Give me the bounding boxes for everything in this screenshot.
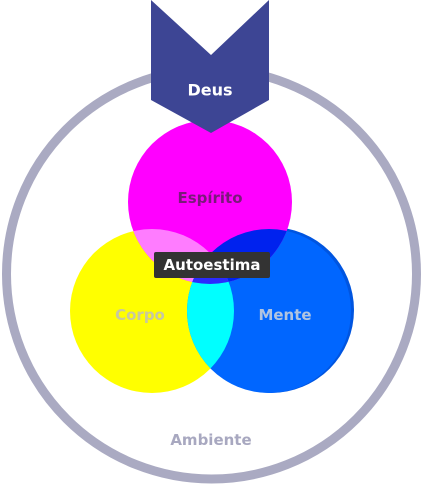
body-label: Corpo bbox=[115, 306, 165, 324]
deus-banner bbox=[151, 0, 269, 133]
mind-label: Mente bbox=[258, 306, 311, 324]
deus-label: Deus bbox=[187, 81, 232, 100]
spirit-label: Espírito bbox=[177, 189, 242, 207]
environment-label: Ambiente bbox=[170, 431, 251, 449]
center-label: Autoestima bbox=[164, 256, 261, 274]
center-badge bbox=[154, 252, 270, 278]
